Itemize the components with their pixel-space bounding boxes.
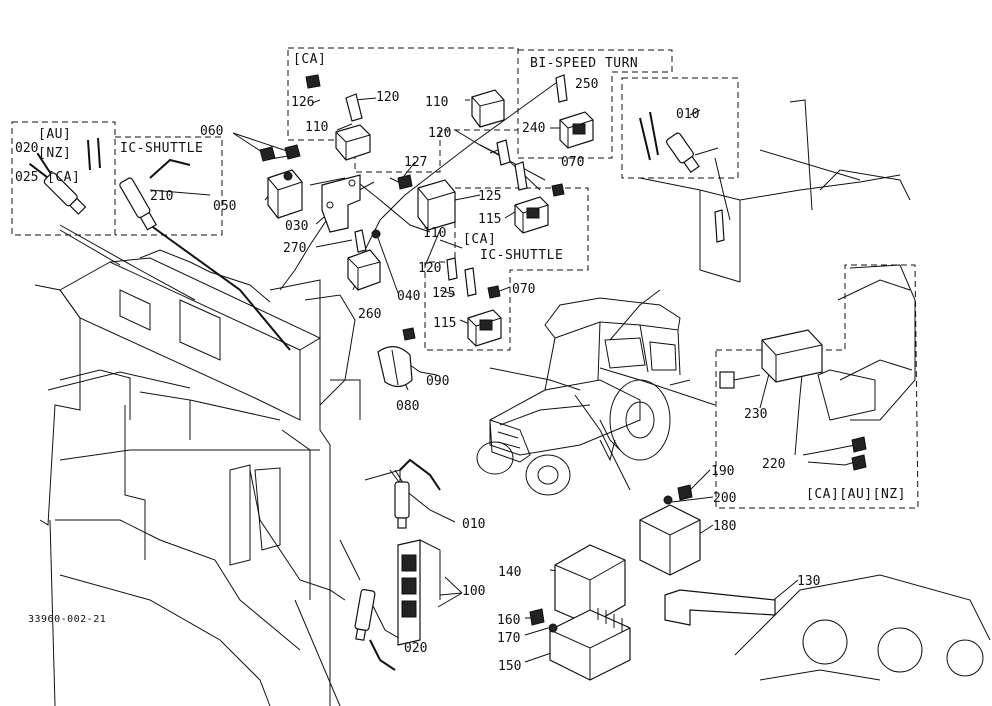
part-number-070-bottom: 070: [512, 282, 535, 297]
part-number-110-center: 110: [423, 226, 446, 241]
part-number-127: 127: [404, 155, 427, 170]
group-labels: [CA] BI-SPEED TURN IC-SHUTTLE [CA] IC-SH…: [28, 52, 906, 625]
part-number-160: 160: [497, 613, 520, 628]
part-number-020-bottom: 020: [404, 641, 427, 656]
part-number-210: 210: [150, 189, 173, 204]
part-number-070-top: 070: [561, 155, 584, 170]
tractor-frame-sketch: [34, 99, 991, 706]
part-number-120-top: 120: [376, 90, 399, 105]
label-ca-mid: [CA]: [463, 232, 496, 247]
part-number-010-top: 010: [676, 107, 699, 122]
part-number-115-top: 115: [478, 212, 501, 227]
part-number-250: 250: [575, 77, 598, 92]
part-number-220: 220: [762, 457, 785, 472]
part-number-100: 100: [462, 584, 485, 599]
part-number-260: 260: [358, 307, 381, 322]
part-number-125-bottom: 125: [432, 286, 455, 301]
part-number-125-top: 125: [478, 189, 501, 204]
part-drawings: [28, 74, 867, 681]
part-number-010-bottom: 010: [462, 517, 485, 532]
part-number-020-top: 020: [15, 141, 38, 156]
part-number-115-bottom: 115: [433, 316, 456, 331]
part-number-270: 270: [283, 241, 306, 256]
part-number-200: 200: [713, 491, 736, 506]
group-boxes: [11, 47, 919, 509]
part-number-110-top: 110: [305, 120, 328, 135]
leader-lines: [59, 79, 856, 663]
part-number-190: 190: [711, 464, 734, 479]
part-number-180: 180: [713, 519, 736, 534]
part-numbers: 020 025 210 060 050 030 270 260 040 126 …: [15, 77, 820, 674]
part-number-080: 080: [396, 399, 419, 414]
part-number-126: 126: [291, 95, 314, 110]
part-number-050: 050: [213, 199, 236, 214]
part-number-140: 140: [498, 565, 521, 580]
part-number-030: 030: [285, 219, 308, 234]
label-ca-left: [CA]: [47, 170, 80, 185]
label-ca-au-nz: [CA][AU][NZ]: [806, 487, 906, 502]
part-number-150: 150: [498, 659, 521, 674]
part-number-110-right: 110: [425, 95, 448, 110]
part-number-130: 130: [797, 574, 820, 589]
part-number-090: 090: [426, 374, 449, 389]
part-number-240: 240: [522, 121, 545, 136]
label-au: [AU]: [38, 127, 71, 142]
label-ic-shuttle-left: IC-SHUTTLE: [120, 141, 203, 156]
part-number-060: 060: [200, 124, 223, 139]
label-ic-shuttle-mid: IC-SHUTTLE: [480, 248, 563, 263]
label-bi-speed-turn: BI-SPEED TURN: [530, 56, 638, 71]
figure-code: 33960-002-21: [28, 614, 106, 625]
tractor-illustration: [476, 297, 691, 496]
part-number-025: 025: [15, 170, 38, 185]
part-number-040: 040: [397, 289, 420, 304]
part-number-230: 230: [744, 407, 767, 422]
part-number-170: 170: [497, 631, 520, 646]
part-number-120-mid: 120: [428, 126, 451, 141]
part-number-120-bottom: 120: [418, 261, 441, 276]
label-ca-top: [CA]: [293, 52, 326, 67]
label-nz: [NZ]: [38, 146, 71, 161]
